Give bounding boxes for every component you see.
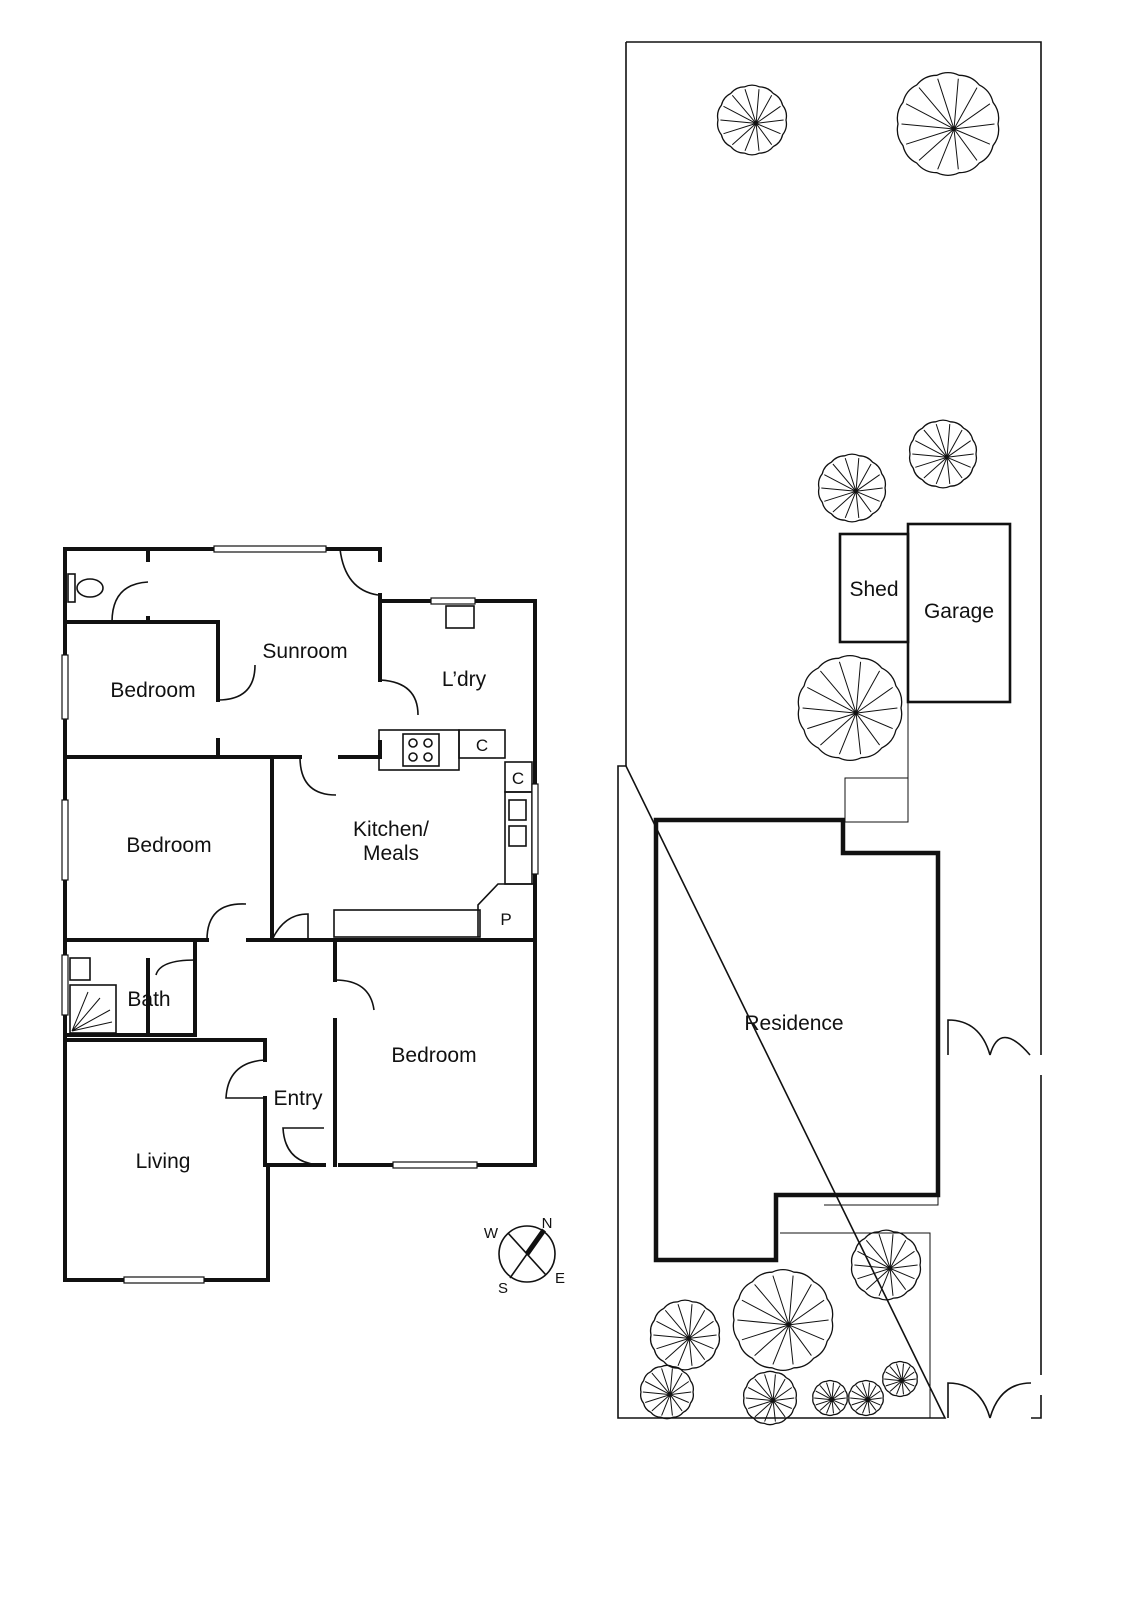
cooktop-icon <box>402 733 440 767</box>
tree-icon <box>639 1364 695 1420</box>
tree-icon <box>848 1379 884 1417</box>
pantry-outline <box>477 883 535 937</box>
house-floorplan: Bedroom Sunroom L’dry Bedroom Kitchen/ M… <box>61 545 539 1284</box>
compass-rose: N W S E <box>484 1215 565 1297</box>
compass-east: E <box>555 1270 565 1287</box>
residence-outline <box>653 817 941 1263</box>
sink-icon <box>508 799 527 847</box>
tree-icon <box>896 72 1000 176</box>
residence-label: Residence <box>744 1012 843 1035</box>
fixture-label-pantry: P <box>500 910 511 929</box>
room-label-bedroom-3: Bedroom <box>391 1044 476 1067</box>
tree-icon <box>850 1229 922 1301</box>
fixture-label-cupboard-2: C <box>512 769 524 788</box>
compass-north: N <box>542 1215 553 1232</box>
site-plan: Shed Garage Residence <box>617 41 1042 1426</box>
tree-icon <box>882 1360 918 1398</box>
room-label-bedroom-2: Bedroom <box>126 834 211 857</box>
toilet-icon <box>67 573 104 603</box>
room-label-kitchen-line2: Meals <box>363 842 419 865</box>
tree-icon <box>649 1299 721 1371</box>
gate-lower <box>947 1382 1032 1419</box>
tree-icon <box>742 1370 798 1426</box>
room-label-sunroom: Sunroom <box>262 640 347 663</box>
room-label-living: Living <box>136 1150 191 1173</box>
gate-upper <box>947 1019 1031 1056</box>
room-label-laundry: L’dry <box>442 668 487 691</box>
door-swings <box>111 548 419 1166</box>
shower-icon <box>69 957 117 1034</box>
trees <box>639 72 1000 1426</box>
room-label-kitchen-line1: Kitchen/ <box>353 818 429 841</box>
compass-west: W <box>484 1225 499 1242</box>
room-label-bath: Bath <box>127 988 170 1011</box>
kitchen-counter-top <box>378 729 460 771</box>
shed-label: Shed <box>849 578 898 601</box>
compass-south: S <box>498 1280 508 1297</box>
room-label-entry: Entry <box>273 1087 323 1110</box>
tree-icon <box>812 1379 848 1417</box>
tree-icon <box>797 654 903 762</box>
garage-label: Garage <box>924 600 994 623</box>
site-boundary <box>617 41 1042 1419</box>
room-label-bedroom-1: Bedroom <box>110 679 195 702</box>
kitchen-bench <box>333 909 481 938</box>
tree-icon <box>716 84 788 156</box>
cupboard-box-1 <box>458 729 506 759</box>
laundry-trough-icon <box>445 605 475 629</box>
tree-icon <box>908 419 978 489</box>
tree-icon <box>732 1269 834 1371</box>
fixture-label-cupboard-1: C <box>476 736 488 755</box>
tree-icon <box>817 453 887 523</box>
interior-walls <box>63 547 537 1167</box>
windows <box>61 545 539 1284</box>
